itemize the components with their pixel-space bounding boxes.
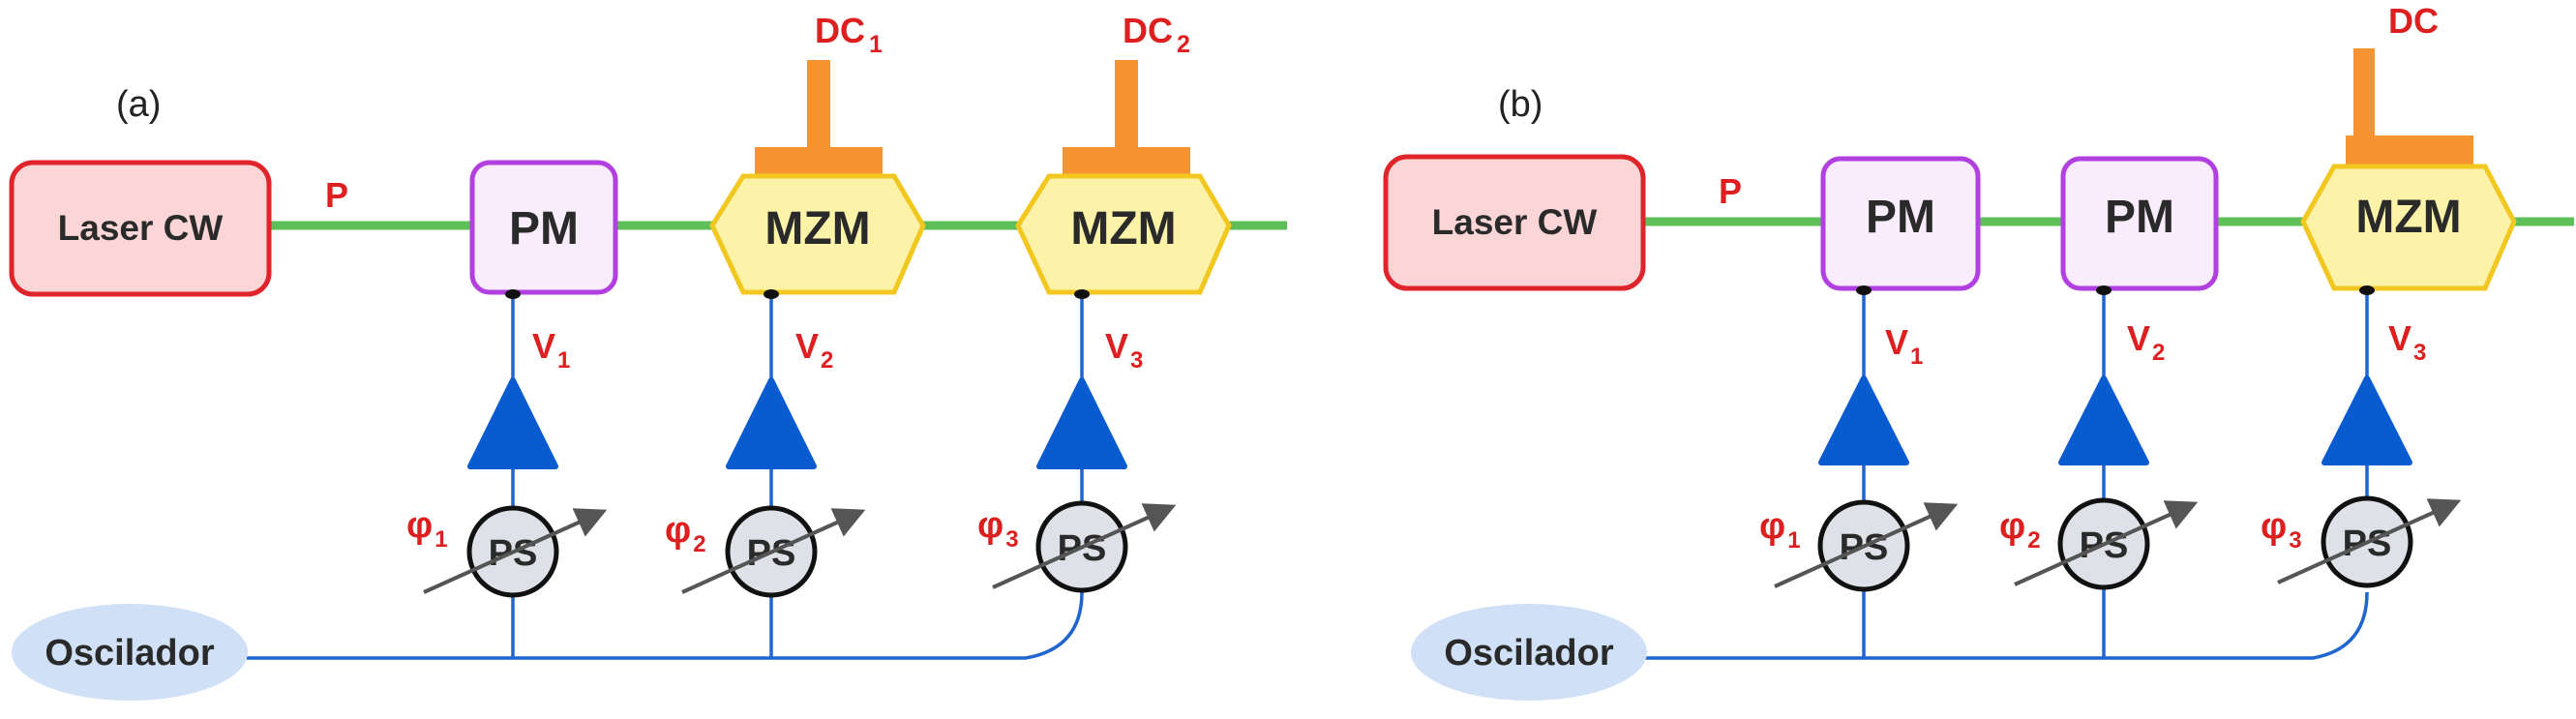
panel-a-mzm2-hex — [1015, 173, 1232, 295]
panel-a-amplifier-1 — [467, 377, 558, 469]
panel-b-pm2-label: PM — [2105, 192, 2174, 243]
panel-a-v3-label: V3 — [1105, 326, 1143, 374]
panel-a-dc1-stem — [807, 60, 830, 149]
panel-a-dc2-stem — [1115, 60, 1138, 149]
panel-b-tag: (b) — [1498, 84, 1543, 125]
panel-a-oscillator-label: Oscilador — [45, 633, 214, 674]
panel-b-dc-label: DC — [2388, 1, 2439, 41]
panel-a-laser-label: Laser CW — [58, 208, 224, 248]
panel-b-pm1-box — [1820, 156, 1981, 291]
panel-a-dc1-bar — [755, 147, 883, 176]
panel-b-v2-label: V2 — [2127, 318, 2165, 366]
panel-b-wires — [1643, 290, 2369, 660]
panel-b-oscillator-label: Oscilador — [1444, 633, 1613, 674]
tunable-arrow-icon — [423, 508, 608, 594]
panel-b-pm1-label: PM — [1866, 192, 1935, 243]
panel-b-laser-box — [1383, 154, 1646, 291]
panel-b-v1-label: V1 — [1885, 322, 1923, 370]
panel-a-oscillator — [12, 604, 248, 701]
panel-b-mzm-label: MZM — [2355, 192, 2461, 243]
panel-a-phi2-label: φ2 — [665, 510, 706, 557]
panel-a-pm-box — [469, 160, 618, 295]
panel-a-amplifier-3 — [1036, 377, 1127, 469]
panel-b-v3-label: V3 — [2388, 318, 2426, 366]
panel-a-v1-label: V1 — [532, 326, 570, 374]
tunable-arrow-icon — [681, 508, 866, 594]
panel-b-phi3-label: φ3 — [2261, 506, 2302, 554]
panel-b: (b) Laser CW P PM PM DC MZM — [1383, 1, 2574, 701]
panel-b-phi2-label: φ2 — [1999, 506, 2041, 554]
panel-b-oscillator — [1411, 604, 1647, 701]
panel-b-phase-shifter-3: PS — [2277, 495, 2462, 588]
panel-a-junctions — [505, 289, 1090, 299]
panel-b-amplifier-1 — [1818, 375, 1909, 465]
panel-b-amplifier-2 — [2058, 375, 2149, 465]
panel-a-mzm1-label: MZM — [764, 203, 870, 255]
panel-a-v2-label: V2 — [795, 326, 833, 374]
panel-b-dc-stem — [2353, 48, 2375, 139]
panel-b-amplifier-3 — [2321, 375, 2412, 465]
panel-b-phase-shifter-1: PS — [1774, 499, 1959, 592]
panel-a-mzm2-label: MZM — [1070, 203, 1176, 255]
panel-a-pm-label: PM — [509, 203, 579, 255]
panel-a-phi1-label: φ1 — [406, 505, 448, 553]
panel-a-dc2-bar — [1063, 147, 1190, 176]
panel-a-tag: (a) — [116, 84, 161, 125]
panel-b-phase-shifter-2: PS — [2014, 497, 2199, 590]
panel-a-phase-shifter-3: PS — [992, 500, 1177, 593]
panel-b-mzm-hex — [2300, 164, 2517, 291]
tunable-arrow-icon — [2014, 500, 2199, 586]
tunable-arrow-icon — [1774, 502, 1959, 588]
panel-a-laser-box — [9, 160, 272, 297]
panel-a-phase-shifter-1: PS — [423, 505, 608, 598]
tunable-arrow-icon — [2277, 498, 2462, 584]
panel-a-wires — [247, 294, 1084, 660]
tunable-arrow-icon — [992, 503, 1177, 589]
panel-b-dc-bar — [2346, 135, 2473, 166]
panel-b-phi1-label: φ1 — [1759, 506, 1801, 554]
panel-b-power-label: P — [1719, 171, 1742, 211]
panel-a-mzm1-hex — [709, 173, 926, 295]
panel-a-phi3-label: φ3 — [977, 505, 1019, 553]
panel-b-pm2-box — [2060, 156, 2219, 291]
panel-b-laser-label: Laser CW — [1432, 202, 1598, 242]
panel-a-amplifier-2 — [726, 377, 817, 469]
panel-a-phase-shifter-2: PS — [681, 505, 866, 598]
panel-a-power-label: P — [325, 175, 348, 215]
panel-b-junctions — [1856, 285, 2375, 295]
